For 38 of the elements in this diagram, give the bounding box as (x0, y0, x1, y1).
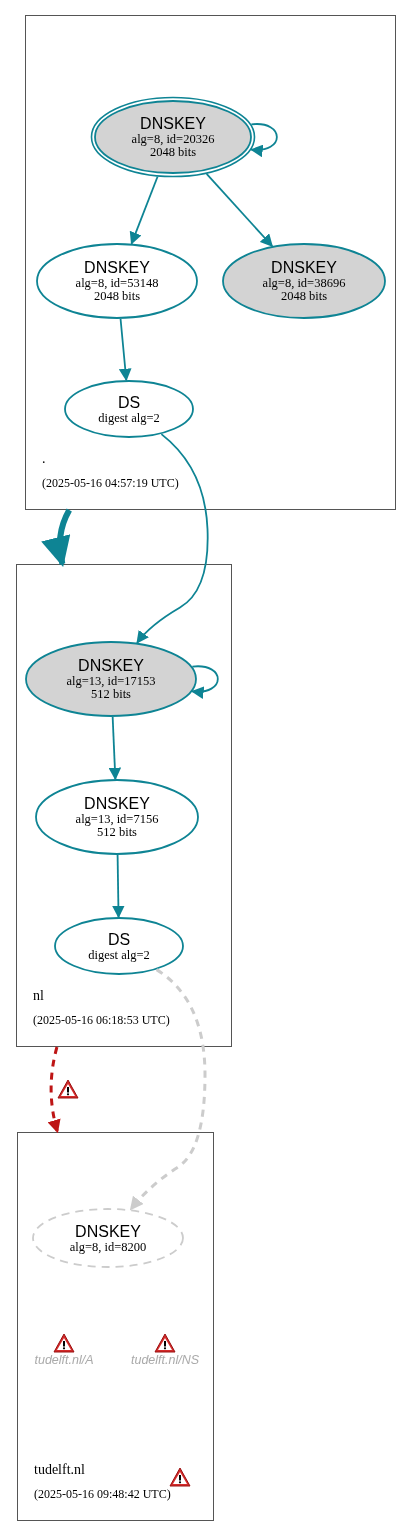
record-type: DNSKEY (75, 1222, 141, 1241)
zone-name: . (42, 451, 46, 467)
record-type: DNSKEY (84, 795, 150, 813)
arrow (112, 854, 125, 919)
arrow (136, 433, 209, 644)
zone-name: nl (33, 988, 44, 1004)
zone-box (25, 15, 396, 510)
key-details: alg=13, id=7156 512 bits (74, 813, 160, 839)
key-details: digest alg=2 (98, 411, 160, 425)
arrow (250, 123, 278, 157)
record-type: DNSKEY (78, 657, 144, 675)
dashed-arrow (47, 1046, 61, 1134)
key-details: alg=8, id=8200 (69, 1240, 147, 1254)
arrow (205, 173, 274, 247)
zone-name: tudelft.nl (34, 1462, 85, 1478)
record-type: DNSKEY (84, 259, 150, 277)
timestamp: (2025-05-16 06:18:53 UTC) (33, 1013, 170, 1028)
query-name: tudelft.nl/A (34, 1353, 94, 1367)
key-details: alg=8, id=20326 2048 bits (130, 133, 216, 159)
key-details: digest alg=2 (88, 948, 150, 962)
record-type: DNSKEY (271, 259, 337, 277)
arrow (41, 508, 72, 567)
zone-box (17, 1132, 214, 1521)
arrow (191, 665, 219, 699)
record-type: DNSKEY (140, 115, 206, 133)
query-name: tudelft.nl/NS (130, 1353, 200, 1367)
key-details: alg=13, id=17153 512 bits (65, 675, 157, 701)
record-type: DS (107, 930, 131, 949)
record-type: DS (117, 393, 141, 412)
timestamp: (2025-05-16 04:57:19 UTC) (42, 476, 179, 491)
key-details: alg=8, id=38696 2048 bits (261, 277, 347, 303)
timestamp: (2025-05-16 09:48:42 UTC) (34, 1487, 171, 1502)
arrow (118, 318, 132, 382)
zone-box (16, 564, 232, 1047)
arrow (108, 716, 122, 781)
key-details: alg=8, id=53148 2048 bits (74, 277, 160, 303)
arrow (129, 175, 159, 245)
dashed-arrow (129, 968, 207, 1211)
